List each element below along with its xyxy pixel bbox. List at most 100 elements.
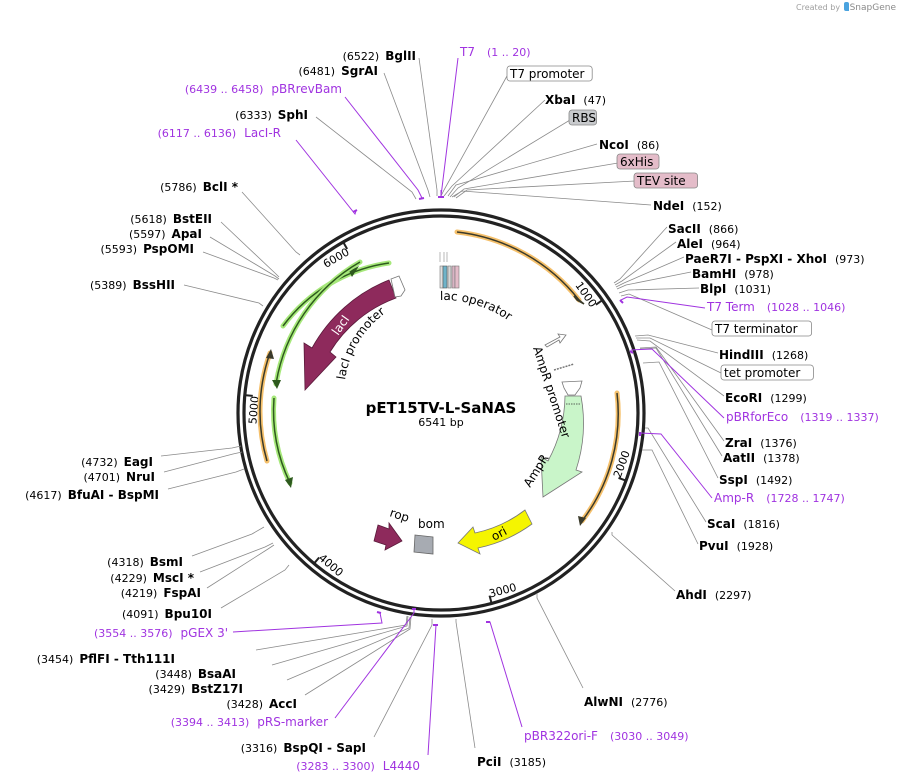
primer-range: (1 .. 20) [487, 46, 531, 59]
enzyme-name: AhdI [676, 588, 707, 602]
snapgene-credit: Created by SnapGene [796, 2, 896, 13]
primer-name: T7 Term [706, 300, 755, 314]
enzyme-position: (1378) [763, 452, 800, 465]
enzyme-site-label[interactable]: BlpI(1031) [700, 282, 771, 296]
enzyme-site-label[interactable]: (6481)SgrAI [299, 64, 378, 78]
primer-label[interactable]: T7 Term(1028 .. 1046) [706, 300, 845, 314]
enzyme-site-label[interactable]: SacII(866) [668, 222, 738, 236]
enzyme-site-label[interactable]: HindIII(1268) [719, 348, 808, 362]
primer-label[interactable]: pBR322ori-F(3030 .. 3049) [524, 729, 689, 743]
enzyme-name: NdeI [653, 199, 684, 213]
enzyme-site-label[interactable]: (3316)BspQI - SapI [241, 741, 366, 755]
feature-label-t7-promoter[interactable]: T7 promoter [506, 65, 593, 82]
enzyme-site-label[interactable]: ScaI(1816) [707, 517, 780, 531]
enzyme-site-label[interactable]: (4701) NruI [83, 470, 155, 484]
primer-name: pRS-marker [257, 715, 328, 729]
enzyme-site-label[interactable]: AlwNI(2776) [584, 695, 668, 709]
enzyme-name: EagI [124, 455, 153, 469]
enzyme-name: NruI [126, 470, 155, 484]
credit-prefix: Created by [796, 3, 841, 12]
enzyme-site-label[interactable]: SspI(1492) [719, 473, 792, 487]
enzyme-site-label[interactable]: PciI(3185) [477, 755, 546, 769]
bom-label: bom [418, 517, 445, 531]
enzyme-name: BlpI [700, 282, 726, 296]
enzyme-position: (3448) [155, 668, 192, 681]
enzyme-name: BsaAI [198, 667, 236, 681]
enzyme-site-label[interactable]: (4318)BsmI [107, 555, 183, 569]
enzyme-name: SphI [278, 108, 308, 122]
enzyme-site-label[interactable]: (5618) BstEII [130, 212, 212, 226]
credit-brand: SnapGene [849, 3, 896, 13]
orf-arcs [257, 229, 621, 526]
enzyme-site-label[interactable]: XbaI(47) [545, 93, 606, 107]
enzyme-site-label[interactable]: (3448) BsaAI [155, 667, 236, 681]
plasmid-name: pET15TV-L-SaNAS [366, 399, 517, 417]
rop-label: rop [388, 506, 411, 525]
enzyme-site-label[interactable]: (5786)BclI * [160, 180, 239, 194]
enzyme-site-label[interactable]: (5597)ApaI [129, 227, 202, 241]
enzyme-site-label[interactable]: ZraI (1376) [725, 436, 797, 450]
enzyme-name: ZraI [725, 436, 752, 450]
enzyme-site-label[interactable]: (6333)SphI [235, 108, 308, 122]
enzyme-position: (86) [637, 139, 660, 152]
enzyme-position: (152) [692, 200, 722, 213]
primer-range: (3394 .. 3413) [171, 716, 250, 729]
primer-label[interactable]: (3394 .. 3413) pRS-marker [171, 715, 328, 729]
enzyme-site-label[interactable]: (3428)AccI [226, 697, 297, 711]
enzyme-name: BstEII [173, 212, 212, 226]
enzyme-site-label[interactable]: PaeR7I - PspXI - XhoI(973) [685, 252, 865, 266]
enzyme-site-label[interactable]: (4219)FspAI [121, 586, 201, 600]
enzyme-site-label[interactable]: AatII(1378) [723, 451, 800, 465]
enzyme-site-label[interactable]: AhdI(2297) [676, 588, 751, 602]
enzyme-site-label[interactable]: (4091)Bpu10I [122, 607, 212, 621]
primer-label[interactable]: Amp-R(1728 .. 1747) [714, 491, 845, 505]
plasmid-length: 6541 bp [418, 416, 463, 429]
feature-label-rbs[interactable]: RBS [568, 109, 598, 126]
enzyme-site-label[interactable]: (3454)PflFI - Tth111I [37, 652, 175, 666]
primer-range: (6439 .. 6458) [185, 83, 264, 96]
enzyme-site-label[interactable]: (4617)BfuAI - BspMI [25, 488, 159, 502]
enzyme-position: (5593) [100, 243, 137, 256]
primer-label[interactable]: T7(1 .. 20) [459, 45, 531, 59]
primer-name: pBR322ori-F [524, 729, 598, 743]
enzyme-site-label[interactable]: NcoI(86) [599, 138, 659, 152]
enzyme-site-label[interactable]: (4732)EagI [81, 455, 153, 469]
enzyme-site-label[interactable]: NdeI (152) [653, 199, 722, 213]
feature-label-6xhis[interactable]: 6xHis [616, 153, 660, 170]
enzyme-site-label[interactable]: (5593)PspOMI [100, 242, 194, 256]
enzyme-name: BstZ17I [191, 682, 243, 696]
enzyme-site-label[interactable]: (4229) MscI * [110, 571, 194, 585]
enzyme-name: BspQI - SapI [283, 741, 366, 755]
enzyme-site-label[interactable]: PvuI(1928) [699, 539, 773, 553]
enzyme-site-label[interactable]: AleI(964) [677, 237, 741, 251]
enzyme-position: (5618) [130, 213, 167, 226]
primer-label[interactable]: (3554 .. 3576)pGEX 3' [94, 626, 228, 640]
feature-label-t7-terminator[interactable]: T7 terminator [711, 320, 812, 337]
ampR-promoter-arrow [544, 333, 567, 348]
primer-label[interactable]: (6117 .. 6136)LacI-R [158, 126, 281, 140]
enzyme-name: MscI * [153, 571, 195, 585]
primer-label[interactable]: (3283 .. 3300)L4440 [296, 759, 420, 773]
enzyme-name: AleI [677, 237, 703, 251]
primer-label[interactable]: pBRforEco(1319 .. 1337) [726, 410, 879, 424]
primer-label[interactable]: (6439 .. 6458)pBRrevBam [185, 82, 342, 96]
feature-box-text: T7 terminator [714, 322, 798, 336]
enzyme-position: (1376) [760, 437, 797, 450]
enzyme-position: (4701) [83, 471, 120, 484]
enzyme-site-label[interactable]: (6522)BglII [343, 49, 416, 63]
feature-label-tev-site[interactable]: TEV site [633, 172, 698, 189]
lacI-promoter-arrow [390, 275, 406, 298]
enzyme-position: (4617) [25, 489, 62, 502]
enzyme-site-label[interactable]: BamHI(978) [692, 267, 774, 281]
enzyme-name: SspI [719, 473, 748, 487]
ori-feature [457, 509, 533, 555]
primer-range: (3283 .. 3300) [296, 760, 375, 773]
rop-feature [373, 521, 403, 551]
enzyme-position: (5389) [90, 279, 127, 292]
ampR-promoter-dotted [553, 363, 575, 371]
enzyme-position: (4229) [110, 572, 147, 585]
enzyme-site-label[interactable]: EcoRI(1299) [725, 391, 807, 405]
enzyme-site-label[interactable]: (3429)BstZ17I [149, 682, 243, 696]
enzyme-site-label[interactable]: (5389)BssHII [90, 278, 175, 292]
feature-label-tet-promoter[interactable]: tet promoter [720, 364, 814, 381]
